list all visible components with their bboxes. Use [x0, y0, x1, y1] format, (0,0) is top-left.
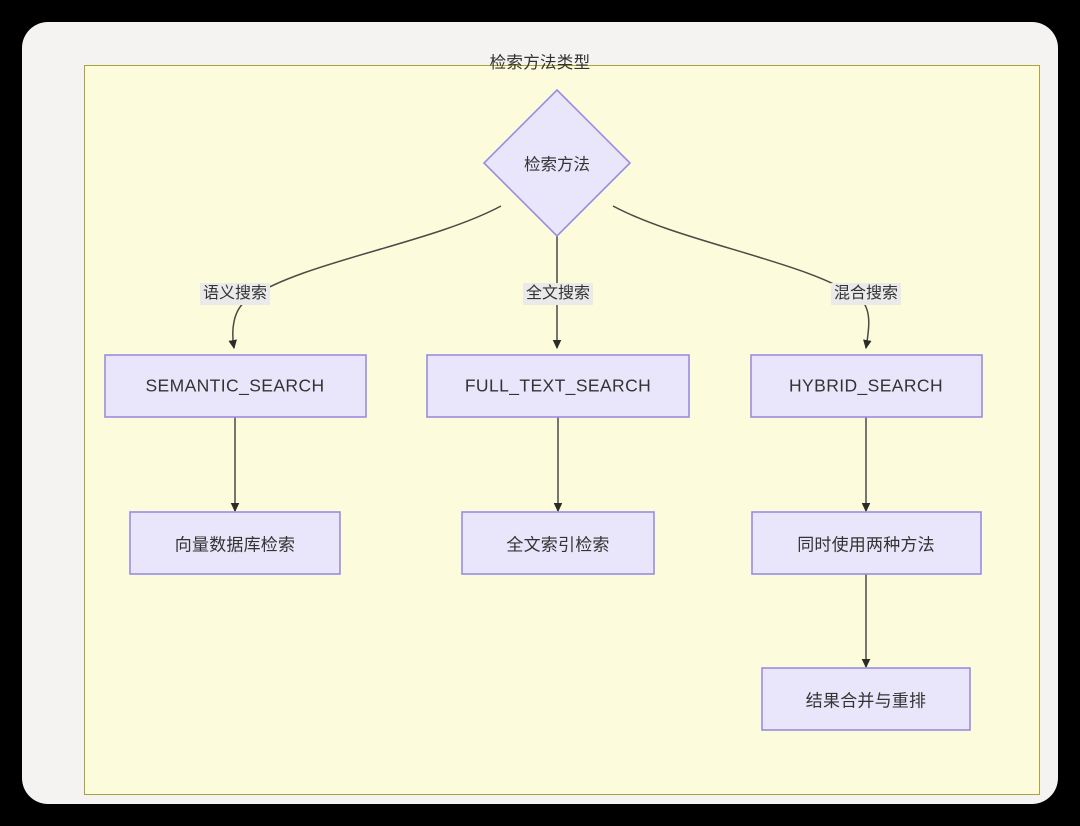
diagram-card [22, 22, 1058, 804]
page-title: 检索方法类型 [489, 54, 591, 72]
diagram-panel [84, 65, 1040, 795]
